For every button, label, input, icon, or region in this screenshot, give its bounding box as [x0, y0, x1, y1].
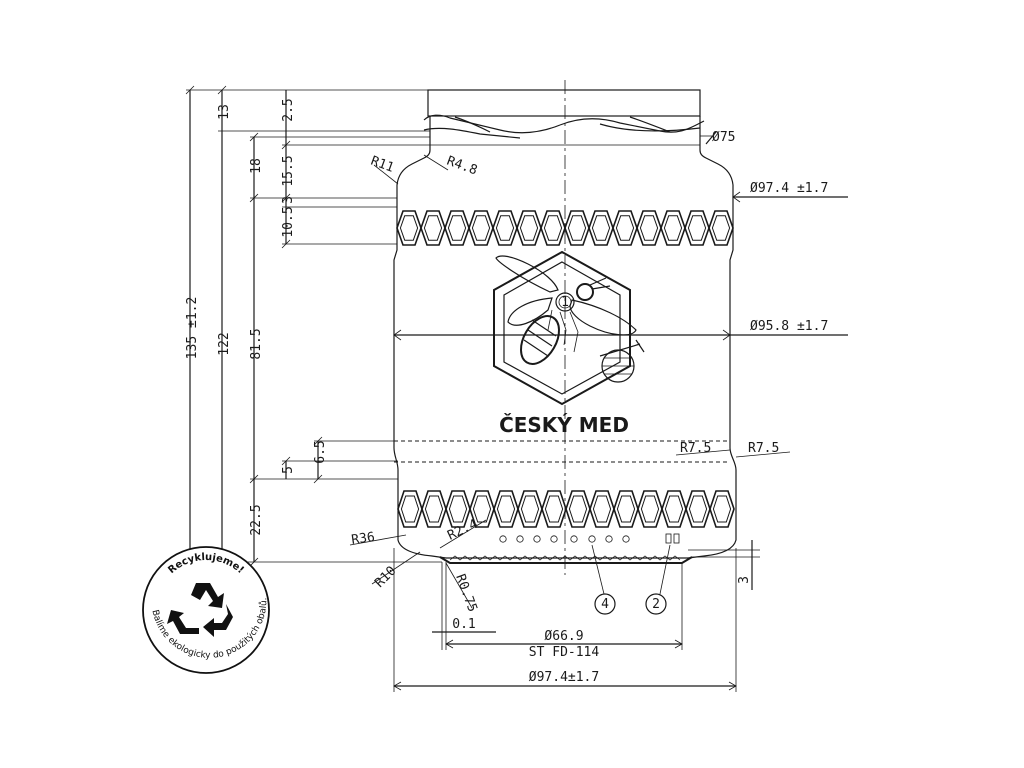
callouts: 4 2 [591, 544, 671, 615]
honeycomb-cell [708, 210, 734, 246]
honeycomb-cell [543, 215, 563, 241]
callout-1: 1 [561, 295, 569, 310]
callout-4-circle [594, 593, 616, 615]
dim-height-81-5: 81.5 [249, 328, 264, 359]
bee-body [520, 315, 560, 365]
radius-r10: R10 [372, 564, 399, 591]
jar-outline [393, 80, 737, 575]
honeycomb-cell [687, 215, 707, 241]
radius-r11: R11 [369, 154, 396, 176]
jar-label-text: ČESKÝ MED [499, 413, 629, 437]
honeycomb-cell [496, 495, 516, 523]
honeycomb-cell [423, 215, 443, 241]
honeycomb-cell [568, 495, 588, 523]
left-dimensions: 135 ±1.2 122 13 2.5 18 15.5 10.5 3 81.5 … [185, 85, 442, 567]
callout-1-circle [558, 295, 572, 309]
radius-r7-5-right: R7.5 [748, 441, 779, 456]
jar-lid [427, 89, 701, 117]
bee-head [576, 283, 594, 301]
honeycomb-cell [447, 215, 467, 241]
honeycomb-band-bottom [397, 490, 735, 528]
bee-wing-right [569, 299, 637, 336]
dim-height-10-5: 10.5 [281, 206, 296, 237]
radius-labels: R11 R4.8 R7.5 R7.5 R36 R2.4 R10 R0.75 [349, 154, 791, 614]
dim-height-3: 3 [281, 196, 296, 204]
dim-height-3-bottom: 3 [737, 576, 752, 584]
honeycomb-cell [520, 495, 540, 523]
callout-2-circle [645, 593, 667, 615]
neck-thread [423, 114, 705, 139]
honeycomb-cell [663, 215, 683, 241]
dim-height-5: 5 [281, 466, 296, 474]
honeycomb-cell [592, 495, 612, 523]
honeycomb-cell [424, 495, 444, 523]
honeycomb-cell [688, 495, 708, 523]
right-dimensions: Ø75 Ø97.4 ±1.7 Ø95.8 ±1.7 3 [393, 130, 848, 590]
honeycomb-cell [591, 215, 611, 241]
dim-height-15-5: 15.5 [281, 155, 296, 186]
dia-66-9: Ø66.9 [544, 629, 583, 644]
honeycomb-cell [712, 495, 732, 523]
dia-95-8: Ø95.8 ±1.7 [750, 319, 828, 334]
honeycomb-cell [400, 495, 420, 523]
honeycomb-cell [711, 215, 731, 241]
dim-height-6-5: 6.5 [313, 440, 328, 463]
dim-0-1: 0.1 [452, 617, 475, 632]
dim-total-height: 135 ±1.2 [185, 297, 200, 360]
dia-97-4-top: Ø97.4 ±1.7 [750, 181, 828, 196]
honeycomb-cell [664, 495, 684, 523]
bottom-dimensions: 0.1 Ø66.9 ST FD-114 Ø97.4±1.7 [393, 548, 737, 692]
dia-97-4-bottom: Ø97.4±1.7 [529, 670, 599, 685]
honeycomb-cell [639, 215, 659, 241]
recycle-badge: Recyklujeme! Balíme ekologicky do použit… [142, 546, 270, 674]
honeycomb-cell [471, 215, 491, 241]
dim-height-18: 18 [249, 158, 264, 174]
dia-75: Ø75 [712, 130, 735, 145]
bee-wing-left [495, 255, 559, 293]
logo-hexagon [493, 250, 631, 406]
honeycomb-cell [472, 495, 492, 523]
honeycomb-cell [495, 215, 515, 241]
honeycomb-cell [616, 495, 636, 523]
callout-2: 2 [652, 597, 660, 612]
honeycomb-cell [448, 495, 468, 523]
honeycomb-cell [567, 215, 587, 241]
honeycomb-cell [544, 495, 564, 523]
bottom-dots [499, 533, 680, 544]
radius-r36: R36 [350, 530, 375, 548]
radius-r7-5-left: R7.5 [680, 441, 711, 456]
honeycomb-cell [615, 215, 635, 241]
dim-height-122: 122 [217, 332, 232, 355]
standard-label: ST FD-114 [529, 645, 600, 660]
radius-r0-75: R0.75 [452, 572, 479, 614]
honeycomb-cell [399, 215, 419, 241]
recycle-icon [167, 583, 233, 637]
badge-circle [142, 546, 270, 674]
honeycomb-band-top [396, 210, 734, 246]
honeycomb-cell [709, 490, 735, 528]
callout-4: 4 [601, 597, 609, 612]
honeycomb-cell [519, 215, 539, 241]
dim-height-13: 13 [217, 104, 232, 120]
dim-height-22-5: 22.5 [249, 504, 264, 535]
dim-height-2-5: 2.5 [281, 98, 296, 121]
honeycomb-cell [640, 495, 660, 523]
bee-logo: 1 [493, 250, 645, 406]
radius-r4-8: R4.8 [445, 154, 480, 179]
